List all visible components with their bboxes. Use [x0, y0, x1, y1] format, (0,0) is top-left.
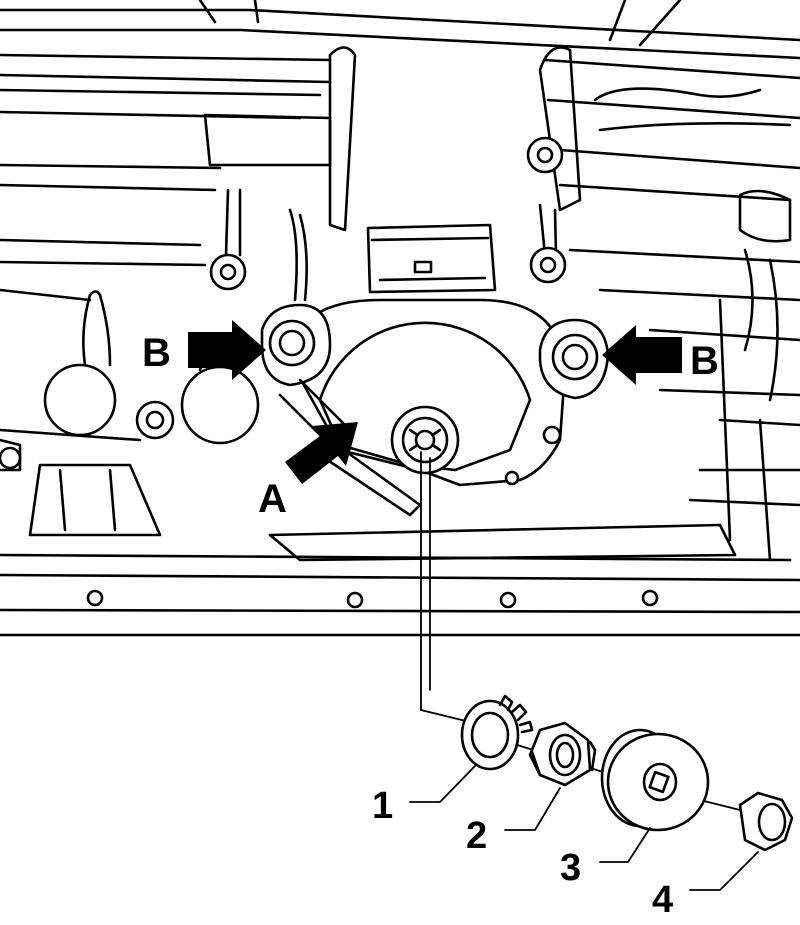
selector-lever — [600, 728, 710, 832]
arrow-b-right — [602, 325, 682, 385]
hex-bolt — [738, 791, 794, 852]
label-a: A — [258, 477, 287, 521]
lock-washer — [460, 694, 534, 771]
label-b-left: B — [142, 331, 171, 375]
label-b-right: B — [690, 339, 719, 383]
hex-nut — [528, 721, 597, 787]
callout-3: 3 — [560, 847, 581, 889]
arrow-a — [285, 422, 358, 484]
range-switch — [260, 223, 610, 517]
callout-2: 2 — [466, 815, 487, 857]
arrow-b-left — [188, 320, 266, 380]
transmission-housing — [0, 0, 800, 637]
callout-4: 4 — [652, 879, 673, 921]
exploded-parts — [409, 451, 794, 891]
callout-1: 1 — [372, 785, 393, 827]
